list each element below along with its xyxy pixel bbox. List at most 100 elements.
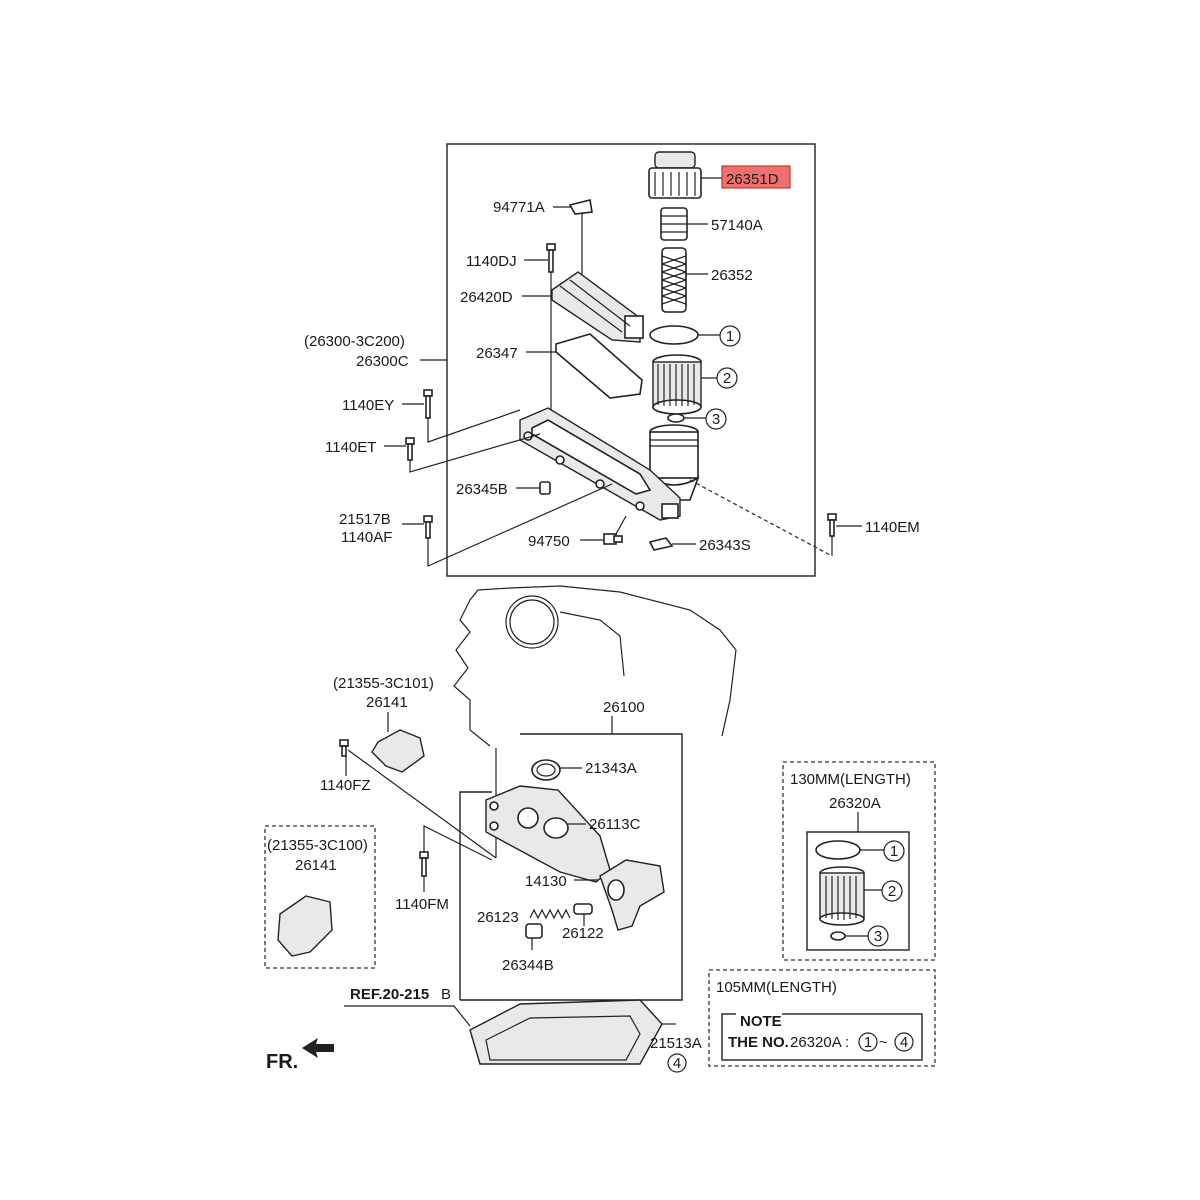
part-label-1140FZ: 1140FZ	[320, 777, 371, 794]
gasket-part	[555, 333, 643, 399]
kit-callout-2	[881, 880, 903, 902]
front-direction-label: FR.	[266, 1051, 298, 1073]
seal-ring-part	[660, 207, 688, 241]
part-label-21517B: 21517B	[339, 511, 391, 528]
pump-cover-part	[371, 729, 425, 773]
oil-strainer-pipe-part	[599, 859, 665, 931]
part-label-26122: 26122	[562, 925, 604, 942]
note-prefix: THE NO.	[728, 1034, 789, 1051]
front-arrow-icon	[302, 1038, 334, 1058]
part-label-21355-3C101: (21355-3C101)	[333, 675, 434, 692]
callout-number: 1	[890, 843, 898, 860]
callout-circle-4	[667, 1053, 687, 1073]
part-label-1140DJ: 1140DJ	[466, 253, 517, 270]
part-label-1140ET: 1140ET	[325, 439, 376, 456]
note-callout-4	[894, 1032, 914, 1052]
relief-spring-part	[529, 908, 571, 920]
part-label-26347: 26347	[476, 345, 518, 362]
part-label-26352: 26352	[711, 267, 753, 284]
kit-callout-3	[867, 925, 889, 947]
callout-number: 4	[673, 1055, 681, 1072]
callout-number: 2	[723, 370, 731, 387]
callout-number: 4	[900, 1034, 908, 1051]
note-callout-1	[858, 1032, 878, 1052]
part-label-26300-3C200: (26300-3C200)	[304, 333, 405, 350]
part-label-26141: 26141	[366, 694, 408, 711]
part-label-94750: 94750	[528, 533, 570, 550]
callout-circle-2	[716, 367, 738, 389]
part-label-1140AF: 1140AF	[341, 529, 392, 546]
filter-cap-part	[648, 151, 702, 199]
reference-suffix: B	[441, 986, 451, 1003]
part-label-1140EM: 1140EM	[865, 519, 920, 536]
callout-number: 3	[712, 411, 720, 428]
note-part-number: 26320A :	[790, 1034, 849, 1051]
callout-number: 3	[874, 928, 882, 945]
part-label-1140EY: 1140EY	[342, 397, 394, 414]
relief-plunger-part	[573, 903, 593, 915]
clip-part	[568, 199, 593, 215]
callout-number: 1	[864, 1034, 872, 1051]
length-105mm-label: 105MM(LENGTH)	[716, 979, 837, 996]
part-label-26100: 26100	[603, 699, 645, 716]
strainer-part	[661, 247, 687, 313]
kit-filter-element-part	[819, 866, 865, 926]
reference-label: REF.20-215	[350, 986, 429, 1003]
oil-cooler-part	[551, 271, 644, 343]
note-title-mask	[736, 1010, 782, 1020]
oil-pump-frame	[459, 791, 492, 1000]
small-o-ring-part	[667, 413, 685, 423]
alt-pump-cover-part	[277, 895, 333, 957]
part-label-26420D: 26420D	[460, 289, 513, 306]
bolt-part	[423, 515, 433, 539]
callout-circle-3	[705, 408, 727, 430]
oil-pressure-sensor-part	[603, 533, 623, 545]
part-label-14130: 14130	[525, 873, 567, 890]
oil-pump-frame-edge	[460, 733, 683, 1001]
note-frame	[721, 1013, 923, 1061]
filter-130mm-frame	[782, 761, 936, 961]
kit-o-ring-part	[815, 840, 861, 860]
part-label-26141-alt: 26141	[295, 857, 337, 874]
engine-block-outline	[453, 585, 737, 747]
part-label-21513A: 21513A	[650, 1035, 702, 1052]
callout-number: 1	[726, 328, 734, 345]
part-label-26113C: 26113C	[589, 816, 641, 833]
bolt-part	[419, 851, 429, 877]
bolt-part	[339, 739, 349, 757]
highlight-box	[721, 165, 791, 189]
part-label-26345B: 26345B	[456, 481, 508, 498]
bushing-part	[543, 817, 569, 839]
note-range-tilde: ~	[879, 1034, 888, 1051]
label-tag-part	[648, 537, 674, 551]
part-label-26344B: 26344B	[502, 957, 554, 974]
oil-filter-body-part	[519, 407, 681, 521]
callout-circle-1	[719, 325, 741, 347]
bolt-part	[827, 513, 837, 537]
o-ring-part	[649, 325, 699, 345]
filter-housing-part	[648, 424, 700, 501]
length-130mm-label: 130MM(LENGTH)	[790, 771, 911, 788]
plug-part	[539, 481, 551, 495]
filter-element-part	[652, 354, 702, 415]
part-label-21343A: 21343A	[585, 760, 637, 777]
bolt-part	[546, 243, 556, 273]
callout-number: 2	[888, 883, 896, 900]
part-label-26123: 26123	[477, 909, 519, 926]
part-label-1140FM: 1140FM	[395, 896, 449, 913]
part-label-26343S: 26343S	[699, 537, 751, 554]
oil-pan-part	[469, 999, 663, 1065]
filter-105mm-frame	[708, 969, 936, 1067]
note-title: NOTE	[740, 1013, 782, 1030]
part-label-57140A: 57140A	[711, 217, 763, 234]
filter-kit-frame	[806, 831, 910, 951]
relief-plug-part	[525, 923, 543, 939]
bolt-part	[423, 389, 433, 419]
part-label-21355-3C100: (21355-3C100)	[267, 837, 368, 854]
pump-seal-part	[531, 759, 561, 781]
part-label-94771A: 94771A	[493, 199, 545, 216]
kit-small-o-ring-part	[830, 931, 846, 941]
kit-callout-1	[883, 840, 905, 862]
part-label-26320A: 26320A	[829, 795, 881, 812]
